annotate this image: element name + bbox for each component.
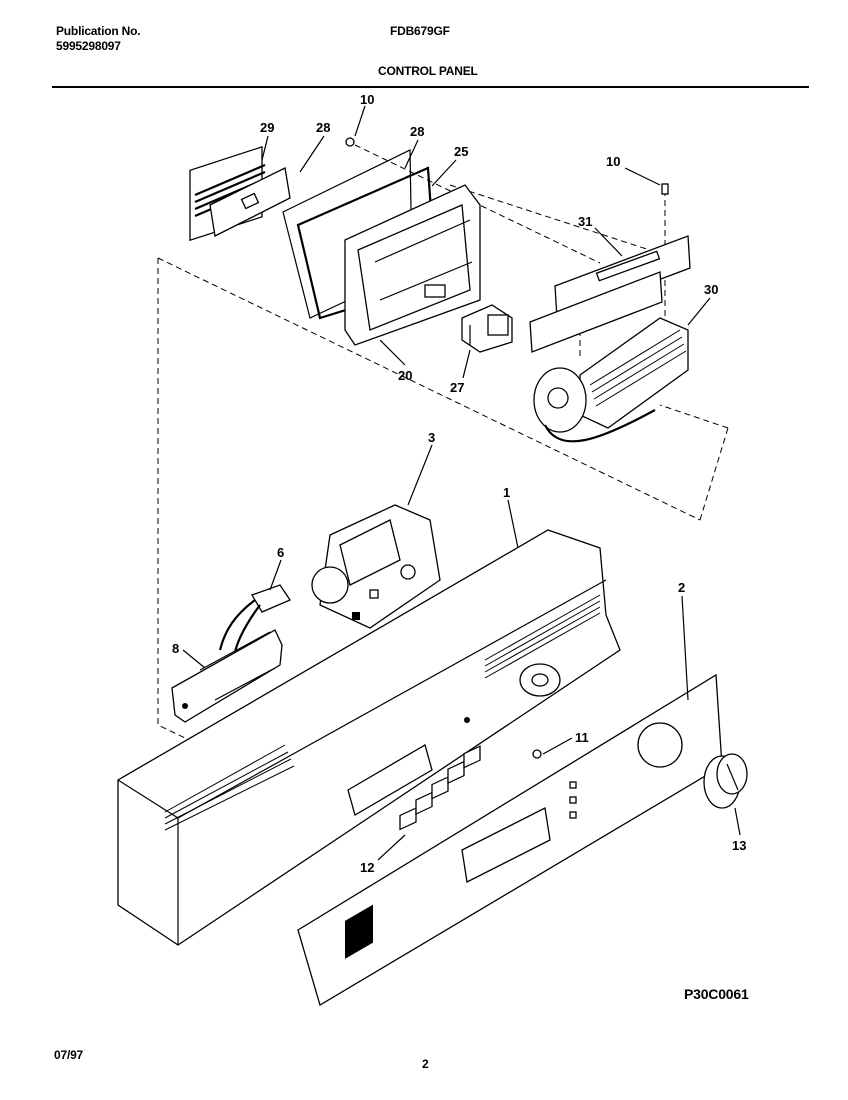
callout-1: 1	[503, 485, 510, 500]
part-3-timer	[311, 504, 441, 629]
part-1-panel-body	[117, 529, 621, 946]
part-6-connector	[218, 584, 291, 653]
callout-27: 27	[450, 380, 464, 395]
callout-10-a: 10	[360, 92, 374, 107]
part-29-light-cover	[189, 146, 291, 242]
callout-11: 11	[575, 730, 589, 745]
part-31-vent	[529, 235, 691, 353]
callout-29: 29	[260, 120, 274, 135]
part-25-frame	[344, 184, 481, 346]
callout-8: 8	[172, 641, 179, 656]
part-11-screw	[532, 749, 542, 759]
callout-3: 3	[428, 430, 435, 445]
callout-2: 2	[678, 580, 685, 595]
part-8-pushbutton-switch	[171, 629, 283, 723]
header-rule	[52, 86, 809, 88]
callout-28-b: 28	[410, 124, 424, 139]
callout-6: 6	[277, 545, 284, 560]
callout-31: 31	[578, 214, 592, 229]
callout-20: 20	[398, 368, 412, 383]
callout-12: 12	[360, 860, 374, 875]
publication-label: Publication No.	[56, 24, 141, 38]
callout-28-a: 28	[316, 120, 330, 135]
assembly-boundary	[157, 258, 186, 739]
callout-25: 25	[454, 144, 468, 159]
part-13-knob	[703, 753, 748, 809]
part-10-screw-right	[661, 183, 669, 195]
diagram-code: P30C0061	[684, 986, 749, 1002]
callout-30: 30	[704, 282, 718, 297]
section-title: CONTROL PANEL	[378, 64, 478, 78]
callout-13: 13	[732, 838, 746, 853]
publication-number: 5995298097	[56, 39, 121, 53]
part-30-fan	[533, 317, 689, 443]
model-number: FDB679GF	[390, 24, 450, 38]
page-number: 2	[422, 1057, 429, 1071]
part-12-buttons	[399, 745, 481, 831]
footer-date: 07/97	[54, 1048, 84, 1062]
callout-10-b: 10	[606, 154, 620, 169]
part-27-switch	[461, 304, 513, 353]
part-10-screw-upper	[345, 137, 355, 147]
